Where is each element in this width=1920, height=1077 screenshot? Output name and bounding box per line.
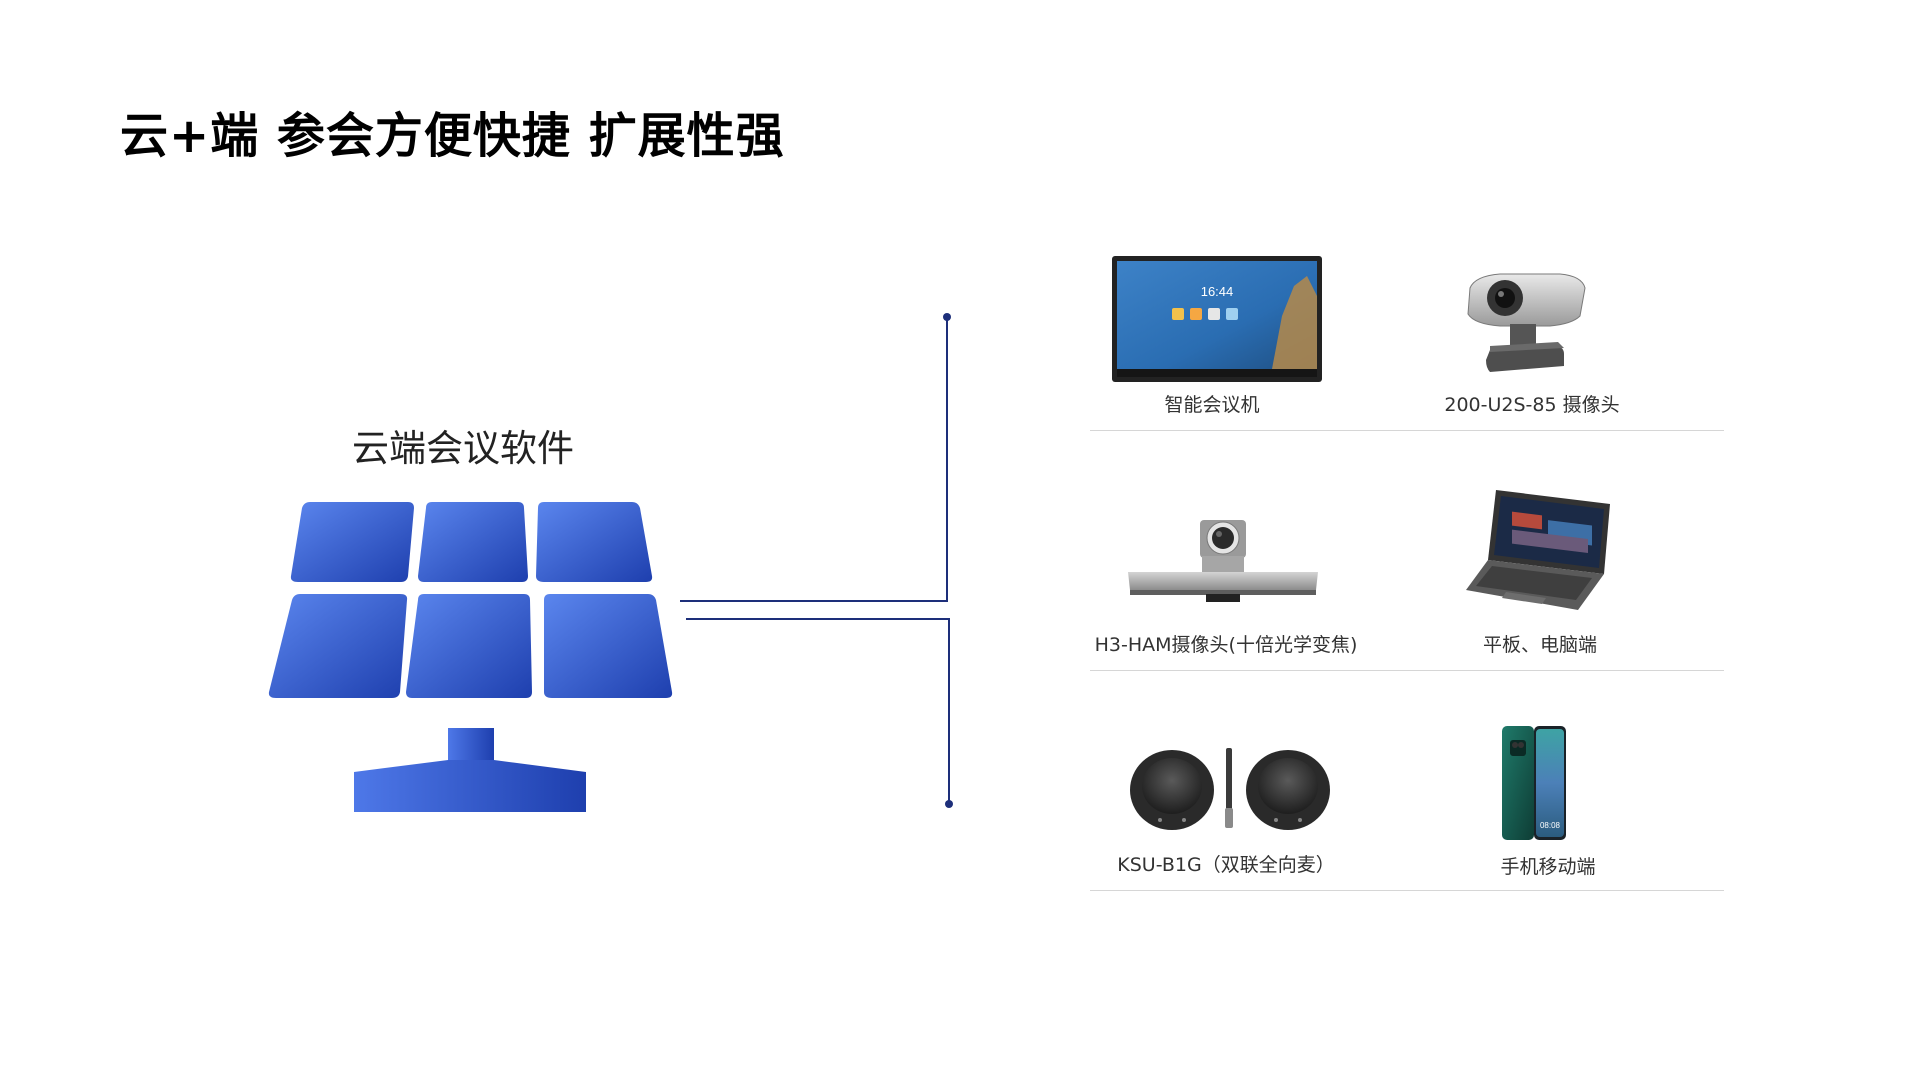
device-label-smart-meeting: 智能会议机 <box>1164 394 1260 416</box>
connector-vertical-bottom <box>948 618 950 804</box>
software-label: 云端会议软件 <box>352 427 574 470</box>
panel-cell <box>536 502 653 582</box>
device-label-ptz-camera: H3-HAM摄像头(十倍光学变焦) <box>1094 634 1358 656</box>
panel-cell <box>406 594 532 698</box>
connector-dot-top <box>943 313 951 321</box>
connector-vertical-top <box>946 318 948 602</box>
device-label-laptop: 平板、电脑端 <box>1482 634 1597 656</box>
device-label-smartphone: 手机移动端 <box>1500 856 1596 878</box>
webcam-icon <box>1467 273 1586 372</box>
row-divider <box>1090 430 1724 431</box>
panel-cell <box>544 594 673 698</box>
smartphone-icon: 08:08 <box>1502 726 1566 840</box>
panel-stand-base <box>354 760 586 812</box>
device-label-speakerphone: KSU-B1G（双联全向麦） <box>1117 854 1335 876</box>
panel-cell <box>268 594 408 698</box>
page-title: 云+端 参会方便快捷 扩展性强 <box>120 108 785 164</box>
laptop-icon <box>1466 490 1610 610</box>
smart-meeting-screen-icon: 16:44 <box>1112 256 1322 382</box>
panel-cell <box>418 502 528 582</box>
cloud-panel-icon <box>268 502 673 812</box>
connector-lower <box>686 618 950 620</box>
ptz-camera-bar-icon <box>1128 520 1318 602</box>
connector-dot-bottom <box>945 800 953 808</box>
panel-cell <box>290 502 414 582</box>
row-divider <box>1090 890 1724 891</box>
screen-clock-text: 16:44 <box>1201 284 1234 299</box>
device-label-webcam: 200-U2S-85 摄像头 <box>1444 394 1620 416</box>
dual-speakerphone-icon <box>1130 748 1330 830</box>
phone-clock-text: 08:08 <box>1540 821 1561 830</box>
connector-upper <box>680 600 948 602</box>
row-divider <box>1090 670 1724 671</box>
